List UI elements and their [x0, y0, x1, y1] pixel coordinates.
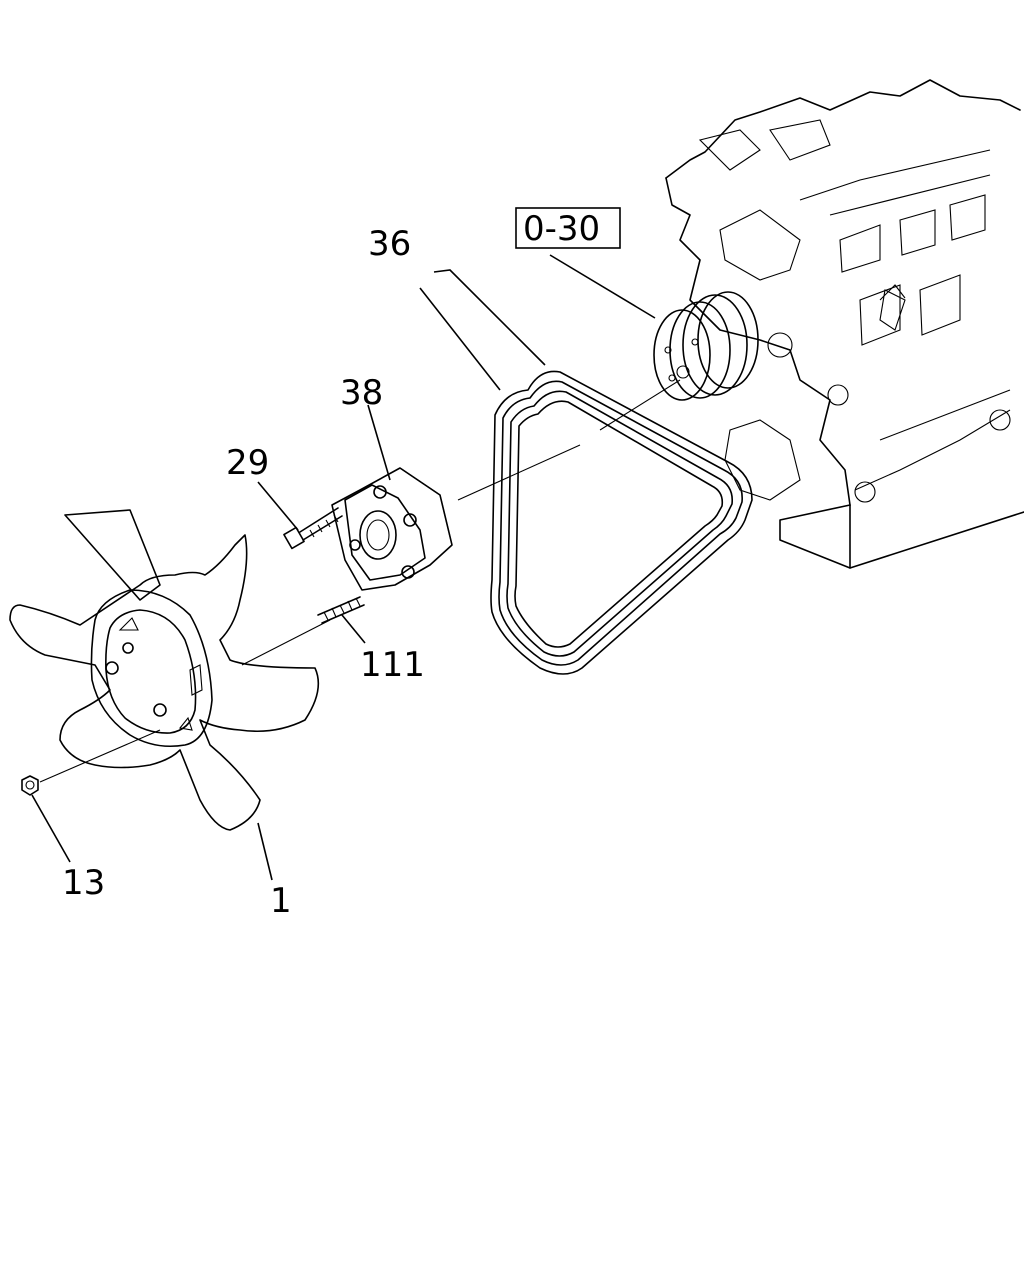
- cooling-fan: [9, 509, 320, 831]
- callout-belt: 36: [368, 224, 411, 264]
- callout-ref-box: 0-30: [523, 209, 600, 249]
- callout-bolt: 29: [226, 443, 269, 483]
- pulley-hub: [331, 467, 453, 591]
- callout-stud: 111: [360, 645, 425, 685]
- assembly-centerlines: [39, 379, 681, 783]
- engine-block: [665, 79, 1024, 569]
- callout-pulley-hub: 38: [340, 373, 383, 413]
- callout-fan: 1: [270, 881, 292, 921]
- stud: [317, 596, 365, 624]
- bolt: [283, 507, 343, 550]
- v-belt: [490, 370, 753, 675]
- reference-box: [515, 207, 621, 249]
- nut: [21, 775, 39, 796]
- crankshaft-pulley: [653, 291, 759, 401]
- callout-nut: 13: [62, 863, 105, 903]
- leader-lines: [31, 254, 656, 881]
